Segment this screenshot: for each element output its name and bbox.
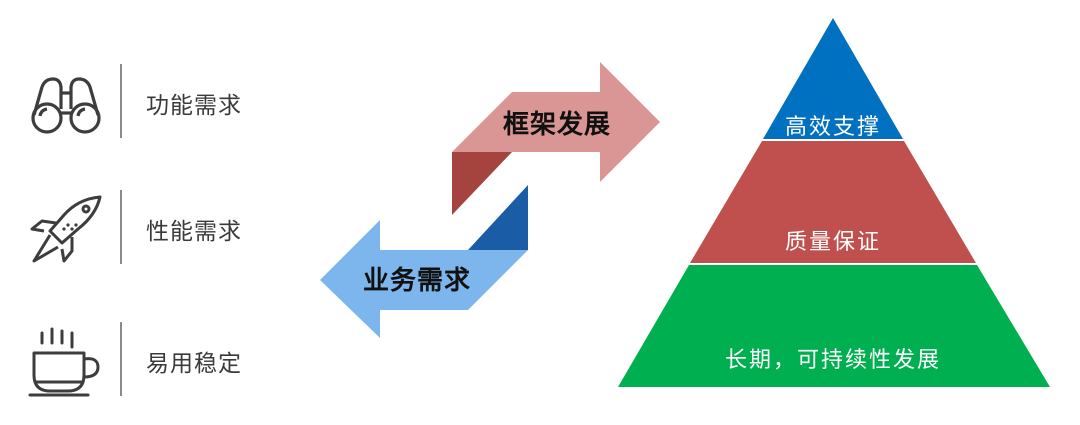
pyramid-label-top: 高效支撑 [784,115,882,140]
pyramid-level-middle [690,141,976,263]
backward-arrow-label: 业务需求 [363,266,472,296]
divider [120,64,122,138]
forward-arrow-label: 框架发展 [503,110,612,140]
feature-label: 性能需求 [146,219,242,245]
divider [120,322,122,396]
pyramid-label-middle: 质量保证 [784,230,882,255]
pyramid-level-bottom [618,265,1050,387]
binoculars-icon [31,77,101,134]
coffee-cup-icon [28,327,100,397]
pyramid [618,18,1050,387]
feature-label: 易用稳定 [146,351,242,377]
forward-arrow-fold [452,152,512,215]
divider [120,190,122,264]
feature-item-performance: 性能需求 [0,190,300,270]
feature-label: 功能需求 [146,93,242,119]
forward-arrow [452,62,660,215]
feature-item-functional: 功能需求 [0,64,300,144]
pyramid-level-top [763,18,903,139]
backward-arrow-fold [468,185,528,250]
pyramid-label-bottom: 长期，可持续性发展 [724,348,942,373]
rocket-icon [30,195,102,263]
backward-arrow [320,185,528,338]
feature-item-usability: 易用稳定 [0,322,300,402]
